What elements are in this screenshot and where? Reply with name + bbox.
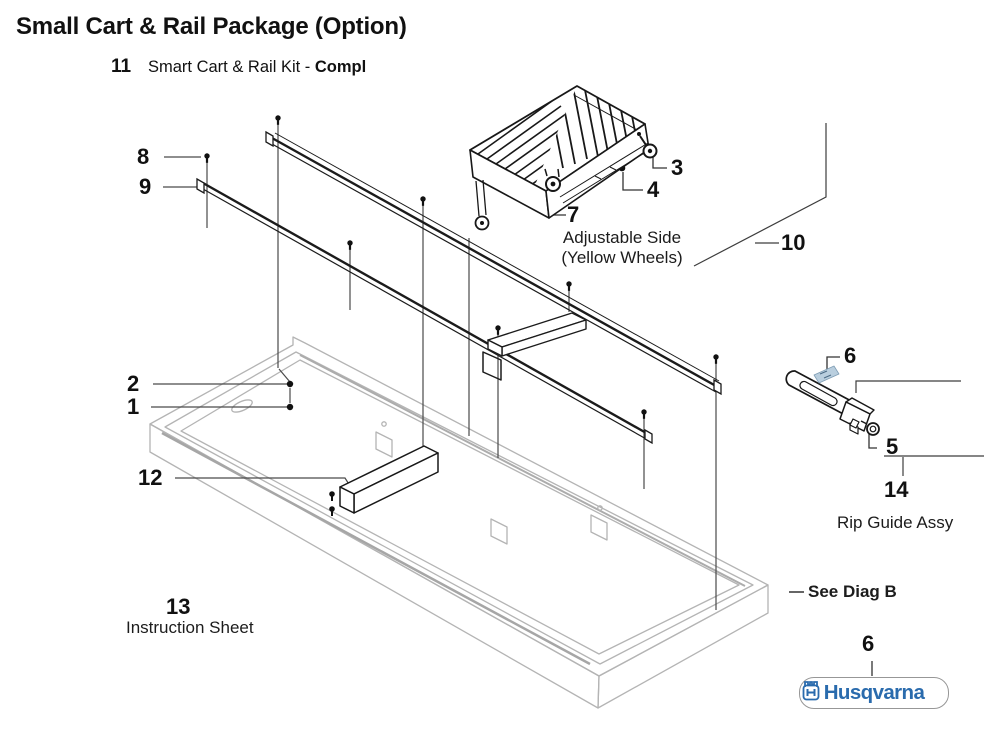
bed-bracket — [490, 518, 508, 545]
callout-2: 2 — [127, 371, 140, 396]
callout-11: 11 — [111, 56, 132, 77]
page-title: Small Cart & Rail Package (Option) — [16, 13, 407, 40]
husqvarna-logo-text: Husqvarna — [823, 681, 925, 704]
husqvarna-logo: Husqvarna — [799, 677, 949, 709]
see-diag-label: See Diag B — [808, 582, 897, 601]
screws — [204, 115, 719, 516]
rip-guide-knob-tip — [849, 418, 860, 429]
rail-screw — [495, 325, 501, 335]
cart-wheel-rear — [474, 179, 490, 231]
kit-name: Smart Cart & Rail Kit - Compl — [148, 58, 366, 77]
callout-10: 10 — [781, 230, 806, 255]
rail-screw — [347, 240, 353, 250]
callout-3: 3 — [671, 155, 684, 180]
beam-12-drawing — [339, 445, 439, 514]
callout-4: 4 — [647, 177, 660, 202]
rail-screw — [641, 409, 647, 419]
instruction-sheet-label: Instruction Sheet — [126, 618, 254, 637]
beam-screw — [329, 491, 335, 501]
callout-12: 12 — [138, 465, 163, 490]
callout-6-rip-guide: 6 — [844, 343, 857, 368]
rail-cross-member — [482, 312, 587, 381]
adjustable-side-line2: (Yellow Wheels) — [561, 248, 683, 267]
leader-lines — [151, 123, 984, 676]
cart-bed-drawing — [149, 336, 769, 709]
callout-9: 9 — [139, 174, 152, 199]
kit-name-text: Smart Cart & Rail Kit - — [148, 58, 315, 76]
rail-screw — [713, 354, 719, 364]
callout-6-logo: 6 — [862, 631, 875, 656]
rail-screw — [566, 281, 572, 291]
rip-guide-knob — [860, 420, 880, 436]
bed-bracket — [590, 514, 608, 541]
callout-13: 13 — [166, 594, 191, 619]
cart-wheel-3 — [637, 132, 658, 159]
rip-guide-sticker — [813, 365, 840, 384]
adjustable-side-label: Adjustable Side (Yellow Wheels) — [542, 228, 702, 268]
cross-member-bracket — [482, 351, 502, 381]
screw-part-1 — [286, 403, 294, 411]
rail-screw — [204, 153, 210, 163]
rail-lower — [196, 177, 653, 445]
callout-1: 1 — [127, 394, 140, 419]
bed-bracket — [375, 431, 393, 458]
callout-8: 8 — [137, 144, 150, 169]
callout-5: 5 — [886, 434, 899, 459]
callout-7: 7 — [567, 202, 580, 227]
rail-screw — [420, 196, 426, 206]
washer-part-2 — [286, 380, 294, 388]
beam-screw — [329, 506, 335, 516]
kit-variant-text: Compl — [314, 58, 367, 76]
callout-14: 14 — [884, 477, 909, 502]
rail-upper — [265, 130, 722, 396]
rail-screw — [275, 115, 281, 125]
rip-guide-label: Rip Guide Assy — [837, 513, 954, 532]
cart-wheel-7 — [544, 168, 561, 192]
adjustable-side-line1: Adjustable Side — [562, 228, 682, 247]
cart-drawing — [469, 85, 658, 231]
rip-guide-drawing — [785, 365, 880, 436]
husqvarna-crown-icon — [802, 681, 820, 701]
